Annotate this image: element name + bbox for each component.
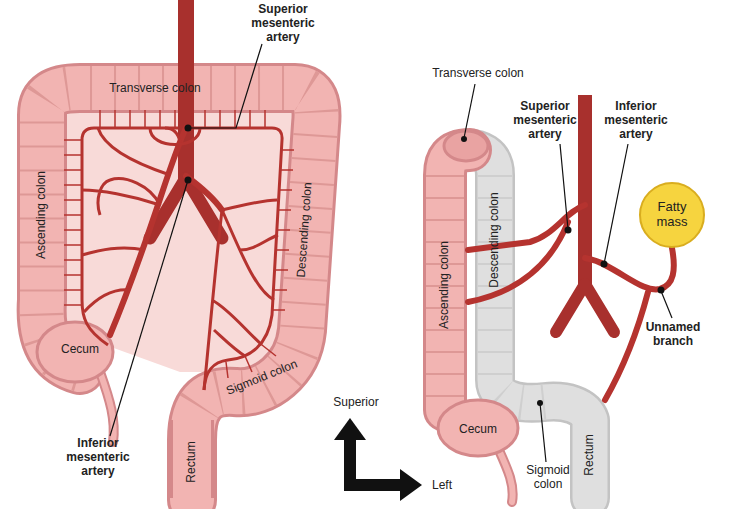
direction-arrow [350,438,402,485]
leader-dot [185,177,192,184]
leader-line [560,144,568,229]
node-text: Fatty mass [646,200,698,230]
leader-dot [601,261,608,268]
leader-line [464,84,475,138]
leader-line [540,403,546,462]
haustra [42,88,317,440]
organ-label: Rectum [583,434,597,475]
organ-label: Cecum [61,343,99,357]
organ-label: Rectum [185,441,199,482]
leader-line [604,144,628,264]
colon-outline [42,88,317,500]
inferior-mesenteric-artery [186,176,222,210]
appendix-outline [498,448,513,502]
organ-label: Descending colon [488,192,502,287]
leader-dot [658,287,665,294]
rectum [173,420,211,498]
leader-dot [185,125,192,132]
cecum [438,400,518,456]
arrow-head [334,418,366,440]
node-shape [640,183,704,247]
leader-line [110,180,188,436]
superior-mesenteric-artery [110,128,186,335]
sigmoid-artery [204,200,278,390]
leader-dot [461,136,467,142]
leader-dot [565,227,572,234]
iliac-artery [556,284,614,332]
artery-label: Superior mesenteric artery [512,100,578,141]
inferior-mesenteric-artery [605,292,648,400]
cecum [37,322,113,382]
rectum-outline [170,420,214,498]
direction-label: Left [432,479,452,493]
organ-label: Sigmoid colon [520,464,576,492]
appendix [498,448,513,502]
direction-label: Superior [333,396,378,410]
organ-label: Cecum [459,423,497,437]
transverse-colon-stub [444,131,488,161]
colic-artery [82,128,200,312]
colon [42,88,317,500]
fatty-mass-circle: Fatty mass [639,182,705,248]
organ-label: Ascending colon [35,171,49,259]
artery-label: Inferior mesenteric artery [53,437,143,478]
leader-line [661,291,672,318]
unnamed-branch [585,248,674,289]
artery-label: Superior mesenteric artery [243,3,323,44]
haustra [426,175,464,400]
artery-label: Inferior mesenteric artery [601,100,671,141]
organ-label: Transverse colon [109,82,201,96]
organ-label: Ascending colon [438,241,452,329]
leader-dot [537,400,543,406]
organ-label: Transverse colon [432,67,524,81]
artery-label: Unnamed branch [638,321,708,349]
arrow-head [400,469,422,501]
